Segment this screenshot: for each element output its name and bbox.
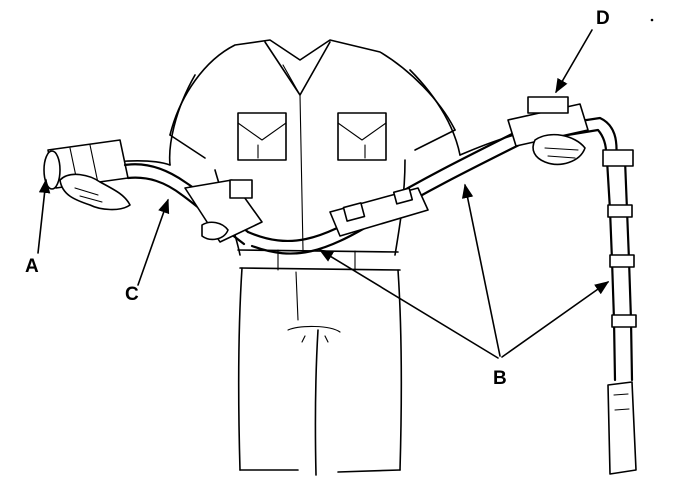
arrow-b-2 <box>461 183 501 357</box>
center-module <box>184 179 263 243</box>
arrow-a <box>37 178 51 254</box>
stray-dot <box>650 18 654 22</box>
arrow-b-1 <box>318 249 499 359</box>
arrow-c <box>137 198 170 286</box>
right-hand-and-connector-d <box>507 96 589 166</box>
inline-connector <box>329 187 429 237</box>
arrow-b-3 <box>501 281 610 358</box>
harness-cable-b <box>246 116 637 475</box>
callout-label-c: C <box>125 284 139 305</box>
arrow-d <box>555 29 593 94</box>
left-hand-and-inflator-a <box>43 139 250 246</box>
callout-label-d: D <box>596 8 610 29</box>
callout-label-b: B <box>493 368 507 389</box>
callout-label-a: A <box>25 256 39 277</box>
callout-arrows <box>37 29 610 359</box>
technician-figure <box>59 39 561 476</box>
